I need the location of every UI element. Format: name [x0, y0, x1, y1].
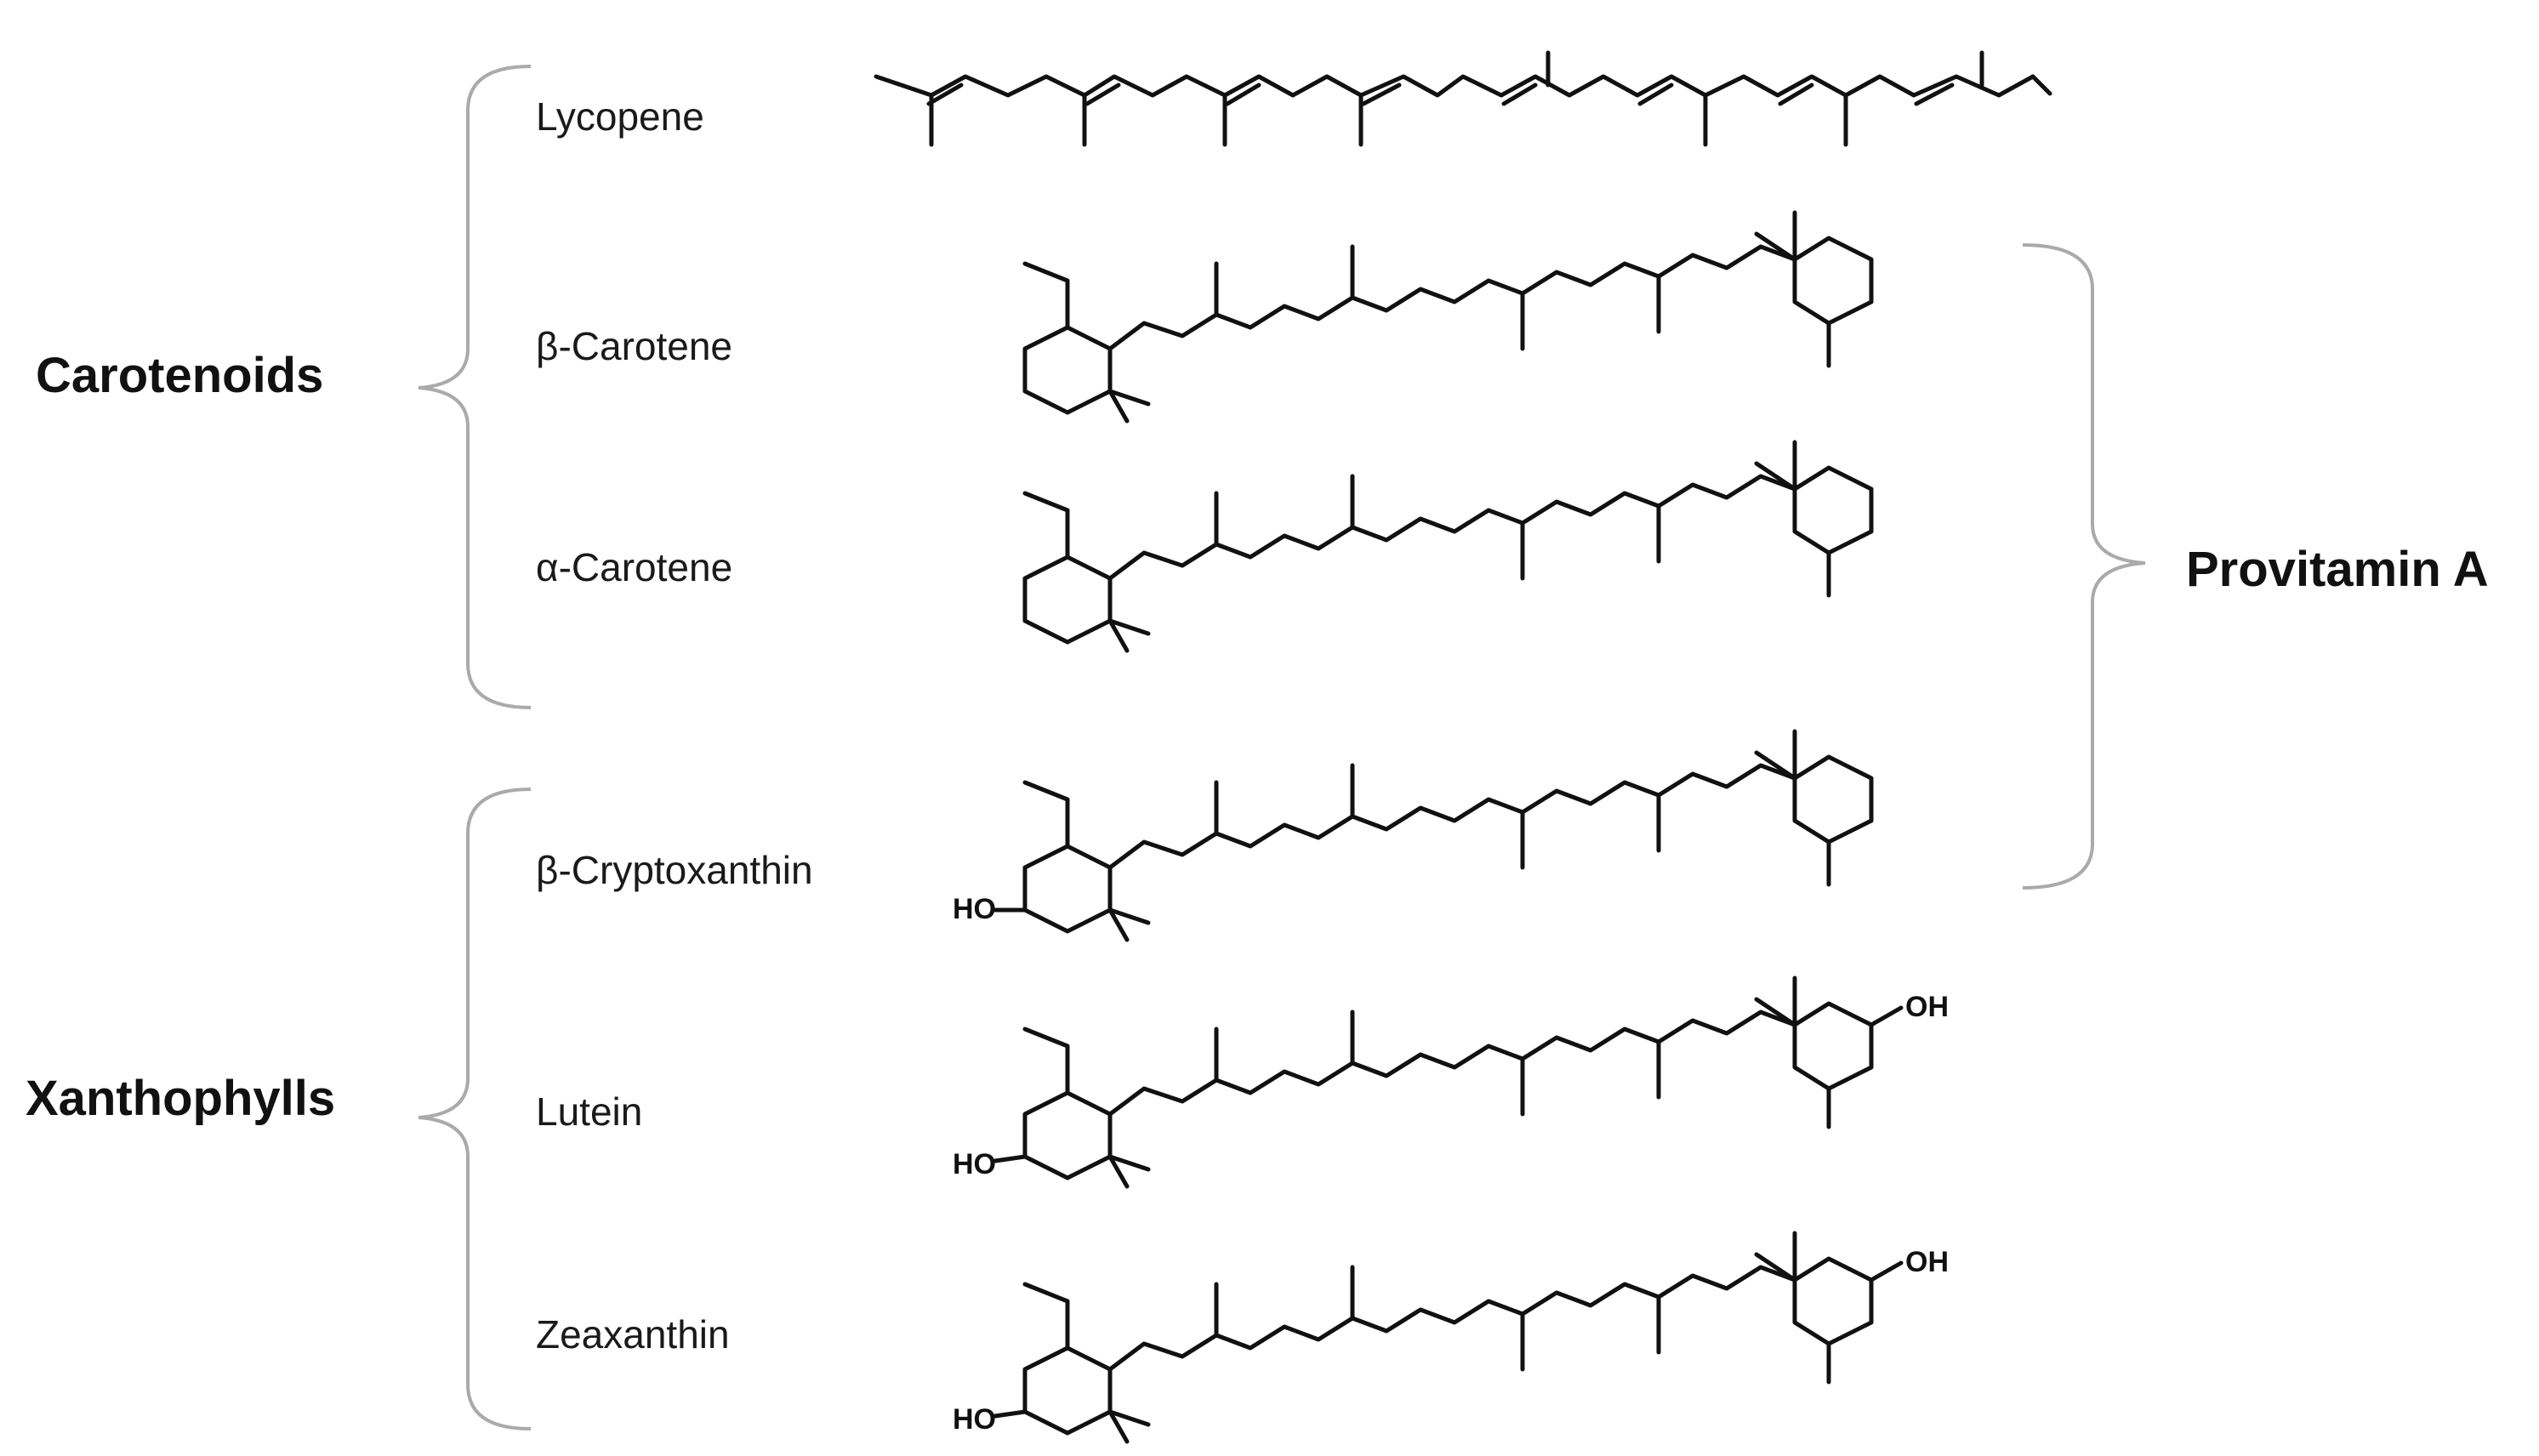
polyene-chain: [1107, 1265, 1797, 1372]
methyl-groups: [1214, 1010, 1661, 1117]
hydroxyl-label: HO: [953, 1403, 996, 1436]
methyl-groups: [1214, 763, 1661, 870]
right-ring: [1754, 440, 1874, 598]
methyl-groups: [1214, 1265, 1661, 1372]
structure-alpha-carotene: [1022, 440, 1874, 653]
structure-lycopene: [874, 50, 2052, 147]
left-ring: [1022, 261, 1151, 424]
polyene-chain: [1107, 474, 1797, 581]
compound-label-beta-cryptoxanthin: β-Cryptoxanthin: [536, 848, 813, 892]
hydroxyl-label: HO: [953, 893, 996, 925]
right-ring: [1754, 210, 1874, 368]
structure-beta-carotene: [1022, 210, 1874, 424]
hydroxyl-label: HO: [953, 1148, 996, 1180]
structure-zeaxanthin: HO OH: [953, 1231, 1949, 1444]
methyl-groups: [1214, 474, 1661, 581]
hydroxyl-label-right: OH: [1905, 1246, 1949, 1278]
compound-label-zeaxanthin: Zeaxanthin: [536, 1312, 730, 1356]
left-ring: [1022, 491, 1151, 653]
right-ring: [1754, 975, 1904, 1129]
compound-label-alpha-carotene: α-Carotene: [536, 545, 733, 589]
methyl-groups: [1214, 244, 1661, 351]
left-ring: [993, 1282, 1151, 1444]
group-label-carotenoids: Carotenoids: [36, 348, 324, 403]
double-bonds: [926, 82, 1955, 106]
compound-label-lycopene: Lycopene: [536, 94, 704, 139]
brace-xanthophylls: [418, 788, 532, 1430]
brace-carotenoids: [418, 65, 532, 709]
right-ring: [1754, 1231, 1904, 1385]
polyene-chain: [1107, 1010, 1797, 1117]
polyene-chain: [1107, 244, 1797, 351]
brace-provitamin-a: [2022, 243, 2146, 890]
group-label-xanthophylls: Xanthophylls: [26, 1071, 336, 1126]
group-label-provitamin-a: Provitamin A: [2186, 542, 2489, 597]
polyene-chain: [1107, 763, 1797, 870]
right-ring: [1754, 729, 1874, 887]
left-ring: [993, 1027, 1151, 1189]
structure-lutein: HO OH: [953, 975, 1949, 1189]
hydroxyl-label-right: OH: [1905, 991, 1949, 1023]
methyl-groups: [929, 50, 2052, 147]
left-ring: [993, 780, 1151, 942]
structure-beta-cryptoxanthin: HO: [953, 729, 1874, 942]
compound-label-beta-carotene: β-Carotene: [536, 324, 733, 368]
polyene-chain: [874, 74, 2035, 98]
compound-label-lutein: Lutein: [536, 1089, 643, 1134]
